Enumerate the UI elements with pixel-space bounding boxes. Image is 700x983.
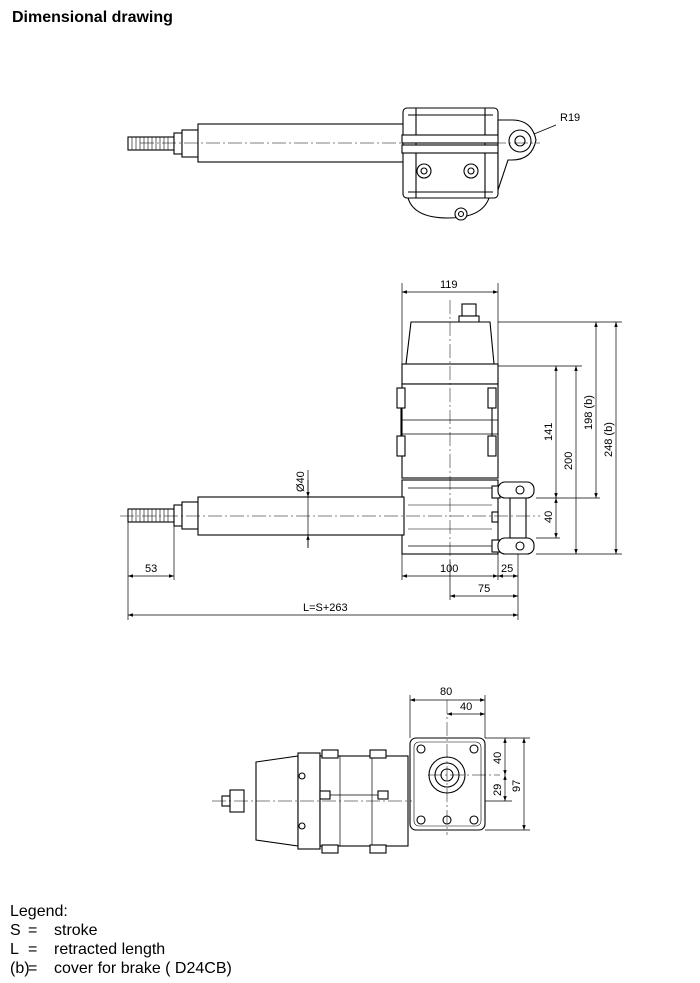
legend-text: retracted length: [54, 941, 166, 958]
legend-key: S: [10, 922, 21, 939]
dim-80: 80: [440, 686, 452, 698]
legend-equals: =: [28, 922, 38, 939]
dim-198b: 198 (b): [583, 395, 595, 430]
legend-equals: =: [28, 960, 38, 977]
legend-text: stroke: [54, 922, 98, 939]
legend-equals: =: [28, 941, 38, 958]
legend-title: Legend:: [10, 903, 68, 920]
page-title: Dimensional drawing: [12, 9, 173, 26]
dim-119: 119: [440, 279, 458, 291]
dim-53: 53: [145, 563, 157, 575]
end-view: 80 40 40 29 97: [212, 686, 530, 854]
dim-248b: 248 (b): [603, 422, 615, 457]
legend-item-brake-cover: (b)= cover for brake ( D24CB): [10, 959, 232, 978]
dim-40-flange: 40: [460, 701, 472, 713]
dim-100: 100: [440, 563, 458, 575]
top-view: R19: [127, 107, 580, 221]
dim-40-flange-height: 40: [492, 752, 504, 764]
side-view: 119 141 40 200 198 (b) 248 (b) Ø40 53 10…: [120, 279, 622, 620]
dim-75: 75: [478, 583, 490, 595]
dim-retracted-length: L=S+263: [303, 602, 348, 614]
legend-item-retracted-length: L = retracted length: [10, 940, 232, 959]
legend-key: (b): [10, 960, 30, 977]
dim-40-clevis: 40: [543, 511, 555, 523]
legend: Legend: S=stroke L=retracted length (b)=…: [10, 902, 232, 978]
dim-141: 141: [543, 423, 555, 441]
dim-25: 25: [501, 563, 513, 575]
dim-97: 97: [511, 780, 523, 792]
dim-29: 29: [492, 784, 504, 796]
legend-key: L: [10, 941, 19, 958]
legend-item-stroke: S = stroke: [10, 921, 232, 940]
legend-text: cover for brake ( D24CB): [54, 960, 232, 977]
dim-200: 200: [563, 452, 575, 470]
dim-rod-diameter: Ø40: [295, 471, 307, 492]
radius-label: R19: [560, 112, 580, 124]
